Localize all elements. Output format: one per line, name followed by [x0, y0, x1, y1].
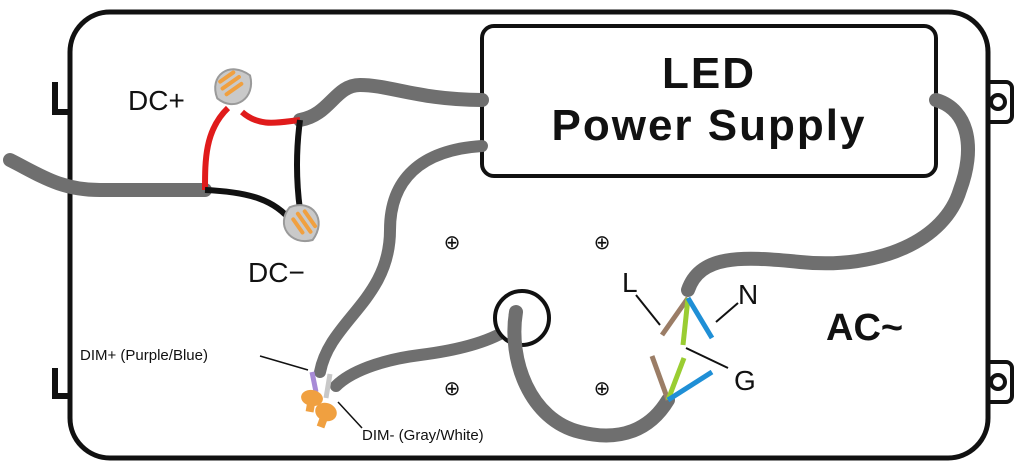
dim-plus-connector: [301, 389, 323, 413]
l-leader-line: [635, 294, 661, 326]
dc-positive-wire-right: [240, 109, 301, 126]
dim-minus-label: DIM- (Gray/White): [362, 427, 484, 444]
power-supply-title-line1: LED: [662, 49, 756, 98]
ground-wire-lower: [665, 357, 687, 401]
dc-output-cable: [293, 77, 489, 127]
dim-cable: [314, 140, 488, 378]
live-wire-upper: [659, 296, 691, 337]
dim-plus-label: DIM+ (Purple/Blue): [80, 347, 208, 364]
neutral-wire-upper: [685, 296, 715, 340]
dc-negative-wire-right: [294, 119, 303, 211]
dim-plus-leader-line: [259, 355, 309, 371]
neutral-label: N: [738, 279, 758, 310]
ground-label: G: [734, 365, 756, 396]
screw-hole-top-left: ⊕: [444, 232, 461, 254]
power-supply-title-line2: Power Supply: [552, 101, 867, 150]
screw-hole-bottom-left: ⊕: [444, 378, 461, 400]
screw-hole-bottom-right: ⊕: [594, 378, 611, 400]
dc-minus-label: DC−: [248, 257, 305, 288]
neutral-wire-lower: [666, 369, 714, 403]
n-leader-line: [715, 302, 739, 323]
dc-negative-connector: [283, 204, 320, 243]
g-leader-line: [685, 347, 729, 369]
mounting-clip-top-left: [52, 82, 72, 115]
screw-hole-top-right: ⊕: [594, 232, 611, 254]
dc-positive-connector: [214, 68, 253, 105]
dim-purple-wire: [309, 371, 319, 393]
dim-gray-wire: [323, 373, 333, 399]
live-wire-lower: [649, 355, 671, 401]
dim-minus-connector: [315, 402, 337, 429]
dim-minus-leader-line: [337, 401, 363, 429]
live-label: L: [622, 267, 638, 298]
ac-output-cable: [507, 305, 675, 443]
dc-input-cable: [3, 153, 212, 197]
dc-positive-wire-left: [202, 105, 231, 191]
ground-wire-upper: [680, 297, 691, 346]
ac-label: AC~: [826, 307, 903, 349]
mounting-clip-bottom-left: [52, 368, 72, 399]
ac-input-cable: [681, 93, 975, 297]
dc-plus-label: DC+: [128, 85, 185, 116]
dim-output-cable: [330, 314, 526, 392]
